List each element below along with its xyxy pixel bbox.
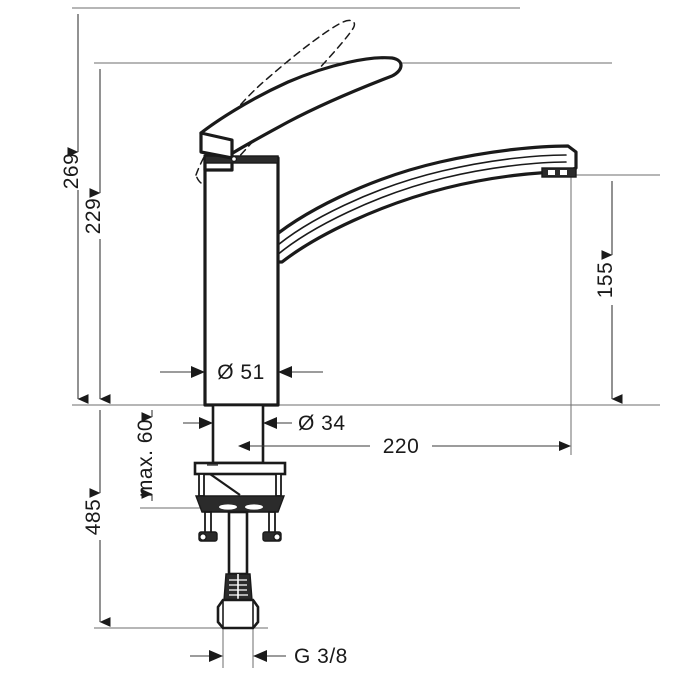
wingnut-left-eye bbox=[199, 533, 207, 541]
dimension-220-label: 220 bbox=[383, 435, 420, 458]
mount-post-right bbox=[275, 473, 282, 497]
lever-cap-band bbox=[204, 155, 279, 164]
wingnut-right-eye bbox=[273, 533, 281, 541]
hex-nut bbox=[216, 598, 260, 630]
dimension-d51-arrow-right bbox=[278, 366, 292, 378]
mount-post-left bbox=[198, 473, 205, 497]
gasket-hole-left bbox=[219, 504, 237, 510]
lever-pivot-dot bbox=[231, 156, 238, 163]
dimension-diameter-34: Ø 34 bbox=[183, 412, 346, 435]
dimension-229: 229 bbox=[82, 69, 111, 404]
dimension-g38-arrow-left bbox=[209, 650, 223, 662]
dimension-155: 155 bbox=[594, 181, 623, 404]
lever-handle bbox=[199, 56, 403, 172]
spout-highlight-lower bbox=[275, 161, 567, 257]
supply-tube bbox=[227, 510, 249, 576]
deck-plate bbox=[193, 461, 287, 476]
dimension-220-arrow-right bbox=[559, 441, 571, 451]
rubber-gasket bbox=[194, 495, 286, 513]
dimension-d34-arrow-left bbox=[199, 417, 213, 429]
dimension-thread-g38: G 3/8 bbox=[190, 645, 348, 668]
shank bbox=[211, 403, 265, 465]
dimension-269: 269 bbox=[60, 14, 89, 404]
dimension-diameter-51-label: Ø 51 bbox=[217, 361, 265, 384]
dimension-485: 485 bbox=[82, 410, 111, 627]
dimension-220-arrow-left bbox=[238, 441, 250, 451]
dimension-229-label: 229 bbox=[82, 198, 105, 235]
gasket-hole-right bbox=[245, 504, 263, 510]
dimension-g38-arrow-right bbox=[253, 650, 267, 662]
dimension-diameter-51: Ø 51 bbox=[160, 361, 323, 384]
deck-plate-hatch bbox=[209, 473, 241, 496]
dimension-max-60-label: max. 60 bbox=[134, 419, 157, 497]
lever-raised-ghost-outline bbox=[195, 19, 356, 186]
dimension-max-60: max. 60 bbox=[134, 410, 157, 501]
spout-highlight-upper bbox=[271, 154, 567, 251]
extension-lines bbox=[72, 7, 660, 668]
dimension-269-label: 269 bbox=[60, 153, 83, 190]
dimension-155-label: 155 bbox=[594, 262, 617, 299]
dimension-thread-g38-label: G 3/8 bbox=[294, 645, 348, 668]
dimension-diameter-34-label: Ø 34 bbox=[298, 412, 346, 435]
spout-aerator bbox=[541, 167, 577, 178]
dimension-d51-arrow-left bbox=[191, 366, 205, 378]
faucet-assembly bbox=[193, 19, 578, 630]
dimension-485-label: 485 bbox=[82, 499, 105, 536]
dimension-220: 220 bbox=[238, 435, 571, 458]
dimension-d34-arrow-right bbox=[263, 417, 277, 429]
